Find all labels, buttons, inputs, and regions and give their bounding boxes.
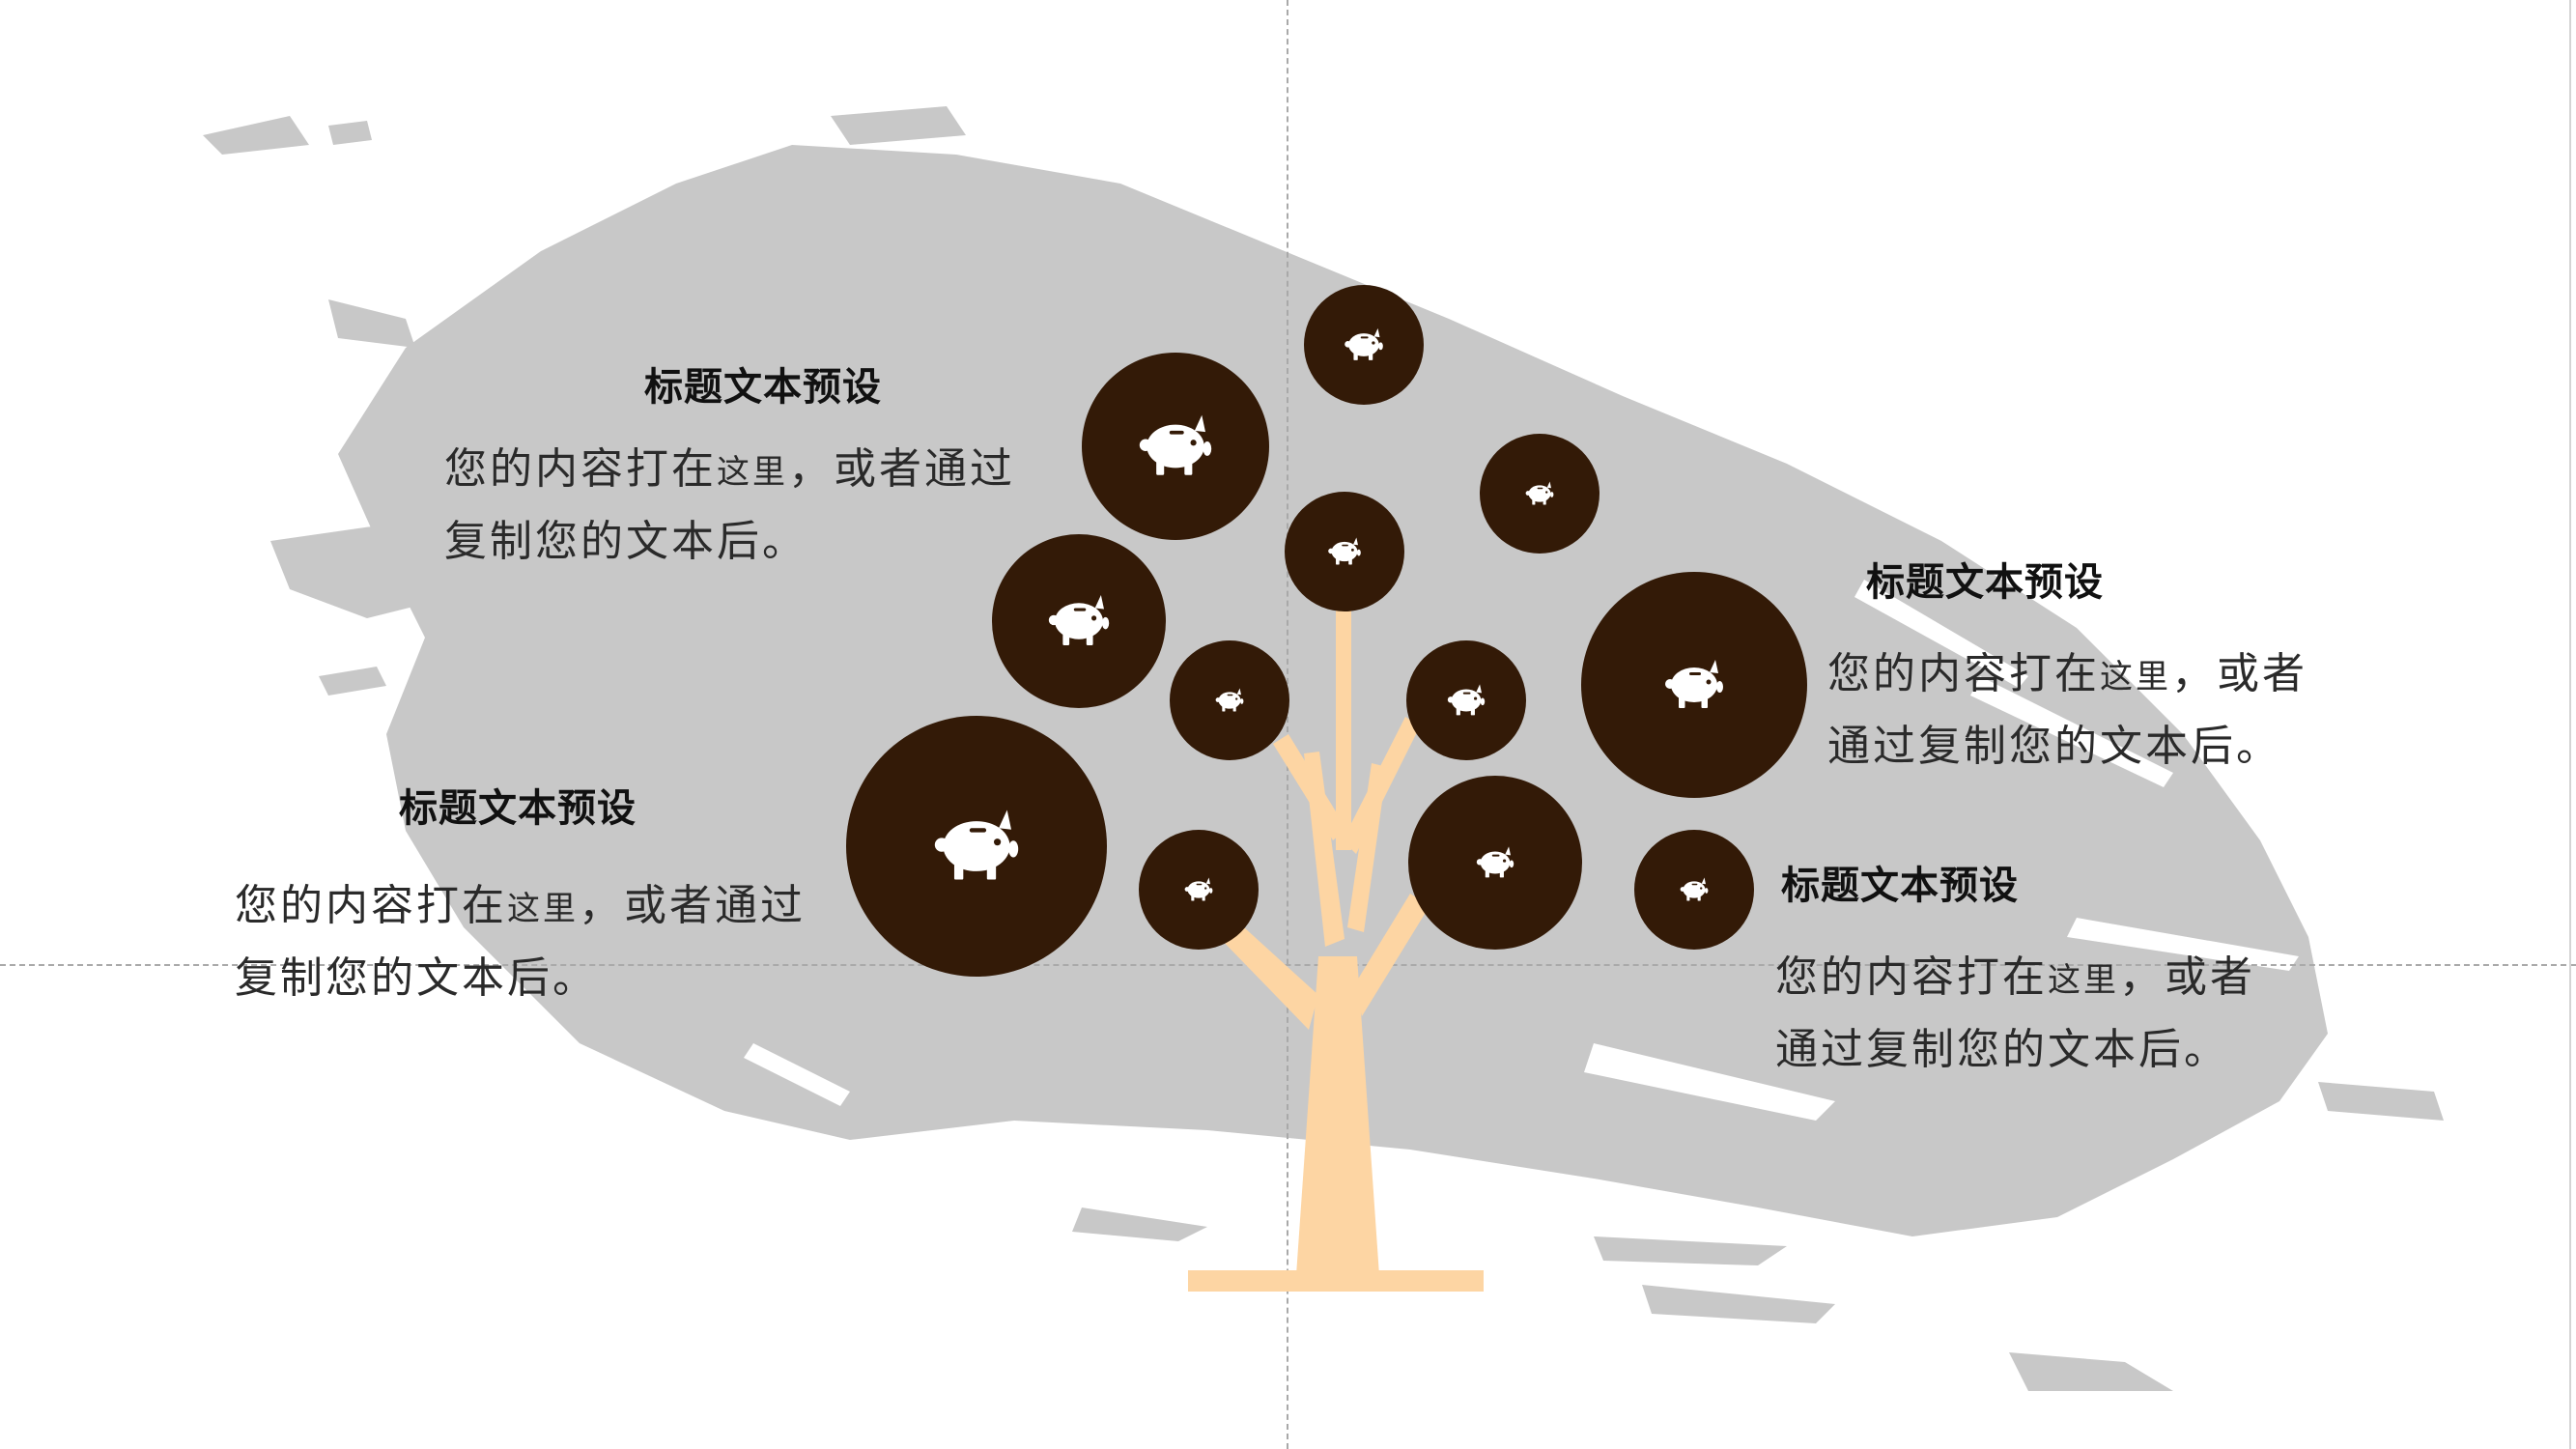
block-title: 标题文本预设 [399, 786, 637, 831]
block-title: 标题文本预设 [644, 365, 882, 410]
block-body: 您的内容打在这里，或者通过 复制您的文本后。 [235, 881, 806, 1003]
block-body: 您的内容打在这里，或者通过 复制您的文本后。 [444, 444, 1015, 566]
vertical-guide-line [1287, 0, 1288, 1449]
horizontal-guide-line [0, 964, 2576, 966]
right-edge-line [2569, 0, 2571, 1449]
block-body: 您的内容打在这里，或者 通过复制您的文本后。 [1827, 649, 2307, 771]
text-block-right-upper: 标题文本预设 您的内容打在这里，或者 通过复制您的文本后。 [1827, 551, 2426, 781]
text-block-top-left: 标题文本预设 您的内容打在这里，或者通过 复制您的文本后。 [444, 355, 1082, 577]
block-title: 标题文本预设 [1866, 560, 2104, 605]
text-block-right-lower: 标题文本预设 您的内容打在这里，或者 通过复制您的文本后。 [1775, 854, 2374, 1085]
text-block-bottom-left: 标题文本预设 您的内容打在这里，或者通过 复制您的文本后。 [235, 777, 872, 1013]
circle-nodes [846, 285, 1807, 977]
tree-trunk [1188, 599, 1484, 1292]
block-body: 您的内容打在这里，或者 通过复制您的文本后。 [1775, 952, 2255, 1074]
block-title: 标题文本预设 [1781, 864, 2019, 908]
